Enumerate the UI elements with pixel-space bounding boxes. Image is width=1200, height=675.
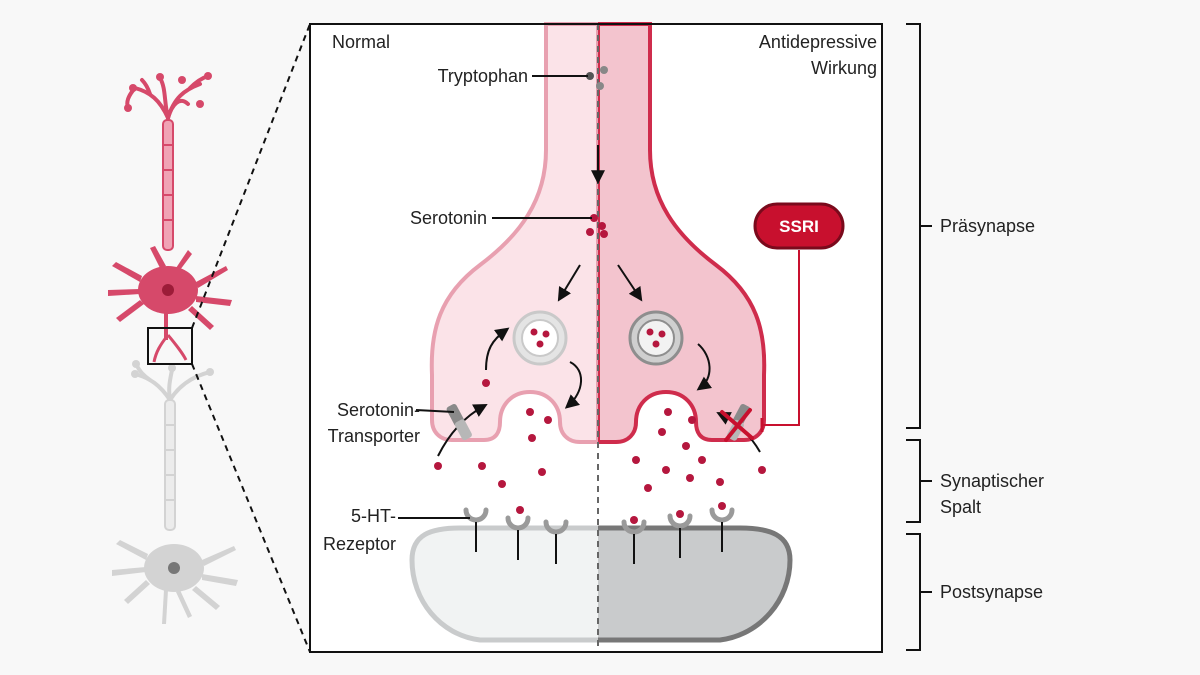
label-transporter-line1: Serotonin- [337,400,420,420]
postsynapse-left [409,525,598,643]
ssri-label: SSRI [779,217,819,236]
label-cleft-line2: Spalt [940,497,981,517]
label-transporter-line2: Transporter [328,426,420,446]
neuron-icon [108,72,238,624]
label-serotonin: Serotonin [410,208,487,228]
ssri-badge: SSRI [753,202,845,250]
release-arrow-right [696,343,713,391]
packaging-arrow-left [557,264,581,302]
vesicle-icon [628,310,684,366]
label-presynapse: Präsynapse [940,216,1035,236]
postsynapse-right [598,525,793,643]
zoom-line-top [191,23,311,329]
zoom-line-bottom [191,363,311,653]
region-brackets [906,23,932,651]
label-receptor-line1: 5-HT- [351,506,396,526]
ssri-inhibition-line [762,250,800,426]
label-receptor-line2: Rezeptor [323,534,396,554]
transporter-icon [446,403,472,441]
title-normal: Normal [332,32,390,52]
title-antidepressive-line1: Antidepressive [759,32,877,52]
packaging-arrow-right [617,264,643,302]
reuptake-to-vesicle-arrow [485,327,510,371]
receptor-icon [463,507,735,535]
label-postsynapse: Postsynapse [940,582,1043,602]
bracket-cleft [906,439,921,523]
cleft-serotonin [434,379,766,524]
tryptophan-molecules [586,66,608,90]
serotonin-molecules [586,214,608,238]
transporter-leader [415,409,455,413]
label-cleft-line1: Synaptischer [940,471,1044,491]
receptor-stems [475,522,723,564]
bracket-presynapse [906,23,921,429]
title-antidepressive-line2: Wirkung [811,58,877,78]
block-x-icon [720,408,754,442]
vesicle-icon [512,310,568,366]
release-arrow-left [564,361,582,409]
bracket-postsynapse [906,533,921,651]
label-tryptophan: Tryptophan [438,66,528,86]
synapse-panel-border [309,23,883,653]
